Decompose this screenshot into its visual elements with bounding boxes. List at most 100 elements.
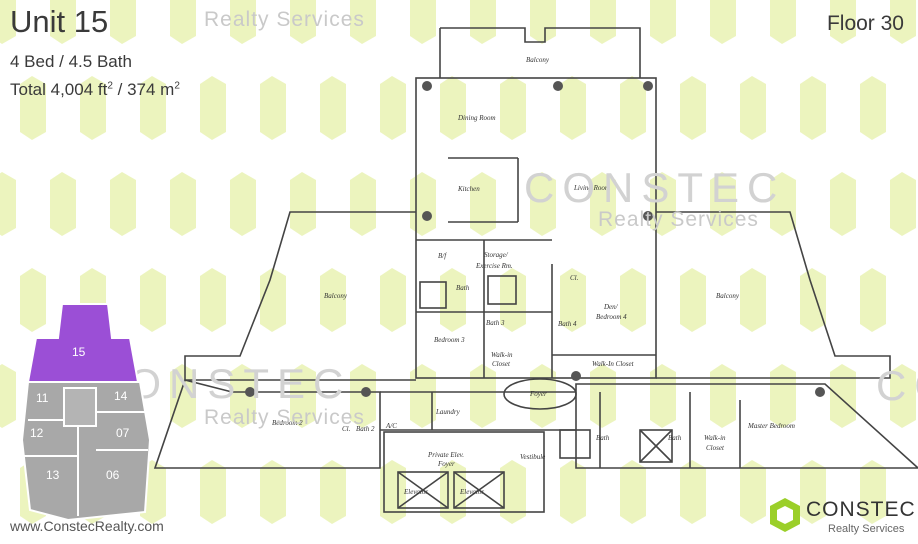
label-top-balcony: Balcony [526, 56, 550, 64]
label-kitchen: Kitchen [457, 185, 480, 193]
watermark-hexagon [590, 172, 616, 236]
key-label-13: 13 [46, 468, 60, 482]
watermark-hexagon [650, 364, 676, 428]
watermark-hexagon [470, 364, 496, 428]
watermark-realty-low: Realty Services [204, 406, 365, 429]
label-den: Den/ [603, 303, 619, 311]
watermark-constec-right: CONSTEC [876, 362, 918, 409]
watermark-hexagon [290, 0, 316, 44]
label-bedroom-3: Bedroom 3 [434, 336, 465, 344]
watermark-hexagon [0, 364, 16, 428]
unit-title: Unit 15 [10, 4, 109, 39]
label-master-bedroom: Master Bedroom [747, 422, 795, 430]
right-balcony-rail [656, 211, 891, 379]
label-bedroom-4: Bedroom 4 [596, 313, 627, 321]
watermark-hexagon [500, 76, 526, 140]
constec-logo-icon [770, 498, 800, 532]
key-core [63, 387, 97, 427]
label-ac: A/C [385, 422, 397, 430]
watermark-hexagon [110, 172, 136, 236]
label-walk-in-master: Walk-in [704, 434, 726, 442]
label-closet-b3: Closet [492, 360, 511, 368]
watermark-realty-top: Realty Services [204, 8, 365, 31]
watermark-hexagon [530, 0, 556, 44]
watermark-hexagon [470, 0, 496, 44]
watermark-hexagon [320, 460, 346, 524]
label-bf: B/f [438, 252, 447, 260]
key-label-11: 11 [36, 391, 49, 405]
watermark-hexagon [200, 76, 226, 140]
label-private-elev: Private Elev. [427, 451, 464, 459]
label-bath-3: Bath 3 [486, 319, 505, 327]
label-private-foyer: Foyer [437, 460, 455, 468]
watermark-hexagon [890, 172, 916, 236]
watermark-hexagon [80, 76, 106, 140]
label-walk-in-closet-4: Walk-In Closet [592, 360, 635, 368]
logo-name: CONSTEC [806, 498, 916, 521]
watermark-hexagon [740, 76, 766, 140]
watermark-hexagon [530, 172, 556, 236]
watermark-hexagon [320, 76, 346, 140]
label-dining-room: Dining Room [457, 114, 496, 122]
watermark-hexagon [830, 172, 856, 236]
label-right-balcony: Balcony [716, 292, 740, 300]
label-foyer: Foyer [529, 390, 547, 398]
watermark-hexagon [350, 0, 376, 44]
key-label-06: 06 [106, 468, 120, 482]
watermark-hexagon [380, 268, 406, 332]
label-elevator-2: Elevator [459, 488, 484, 496]
watermark-hexagon [140, 76, 166, 140]
master-walls [575, 383, 918, 469]
label-bath-master-b: Bath [668, 434, 682, 442]
watermark-hexagon [710, 172, 736, 236]
watermark-hexagon [110, 0, 136, 44]
watermark-hexagon [20, 76, 46, 140]
watermark-hexagon [680, 76, 706, 140]
watermark-hexagon [410, 364, 436, 428]
key-plan-base [20, 381, 152, 522]
watermark-hexagon [740, 460, 766, 524]
key-label-15: 15 [72, 345, 86, 359]
watermark-hexagon [830, 0, 856, 44]
watermark-hexagon [680, 460, 706, 524]
watermark-hexagon [590, 0, 616, 44]
watermark-hexagon [890, 364, 916, 428]
label-bath-master-a: Bath [596, 434, 610, 442]
watermark-hexagon [260, 268, 286, 332]
watermark-constec-mid: CONSTEC [524, 164, 786, 211]
watermark-hexagon [200, 460, 226, 524]
watermark-hexagon [560, 268, 586, 332]
watermark-hexagon [230, 0, 256, 44]
constec-logo: CONSTEC Realty Services [768, 496, 918, 536]
watermark-hexagon [320, 268, 346, 332]
website-url: www.ConstecRealty.com [10, 518, 164, 534]
watermark-hexagon [710, 0, 736, 44]
watermark-hexagon [590, 364, 616, 428]
watermark-hexagon [500, 460, 526, 524]
watermark-hexagon [770, 364, 796, 428]
watermark-hexagon [770, 172, 796, 236]
floor-label: Floor 30 [826, 12, 904, 35]
watermark-hexagon [860, 268, 886, 332]
label-storage: Storage/ [484, 251, 509, 259]
watermark-hexagon [560, 460, 586, 524]
watermark-hexagon [170, 0, 196, 44]
watermark-hexagon [800, 268, 826, 332]
label-cl-den: Cl. [570, 274, 579, 282]
foyer-outline [503, 378, 577, 410]
watermark-hexagon [470, 172, 496, 236]
label-bath-2: Bath 2 [356, 425, 375, 433]
watermark-hexagon [710, 364, 736, 428]
key-label-12: 12 [30, 426, 44, 440]
watermark-hexagon [620, 460, 646, 524]
label-closet-master: Closet [706, 444, 725, 452]
elevator-core [383, 431, 545, 513]
watermark-hexagon [0, 172, 16, 236]
watermark-hexagon [380, 76, 406, 140]
watermark-hexagon [770, 0, 796, 44]
watermark-hexagon [620, 268, 646, 332]
watermark-hexagon [650, 0, 676, 44]
key-unit-15-highlight [26, 303, 140, 383]
